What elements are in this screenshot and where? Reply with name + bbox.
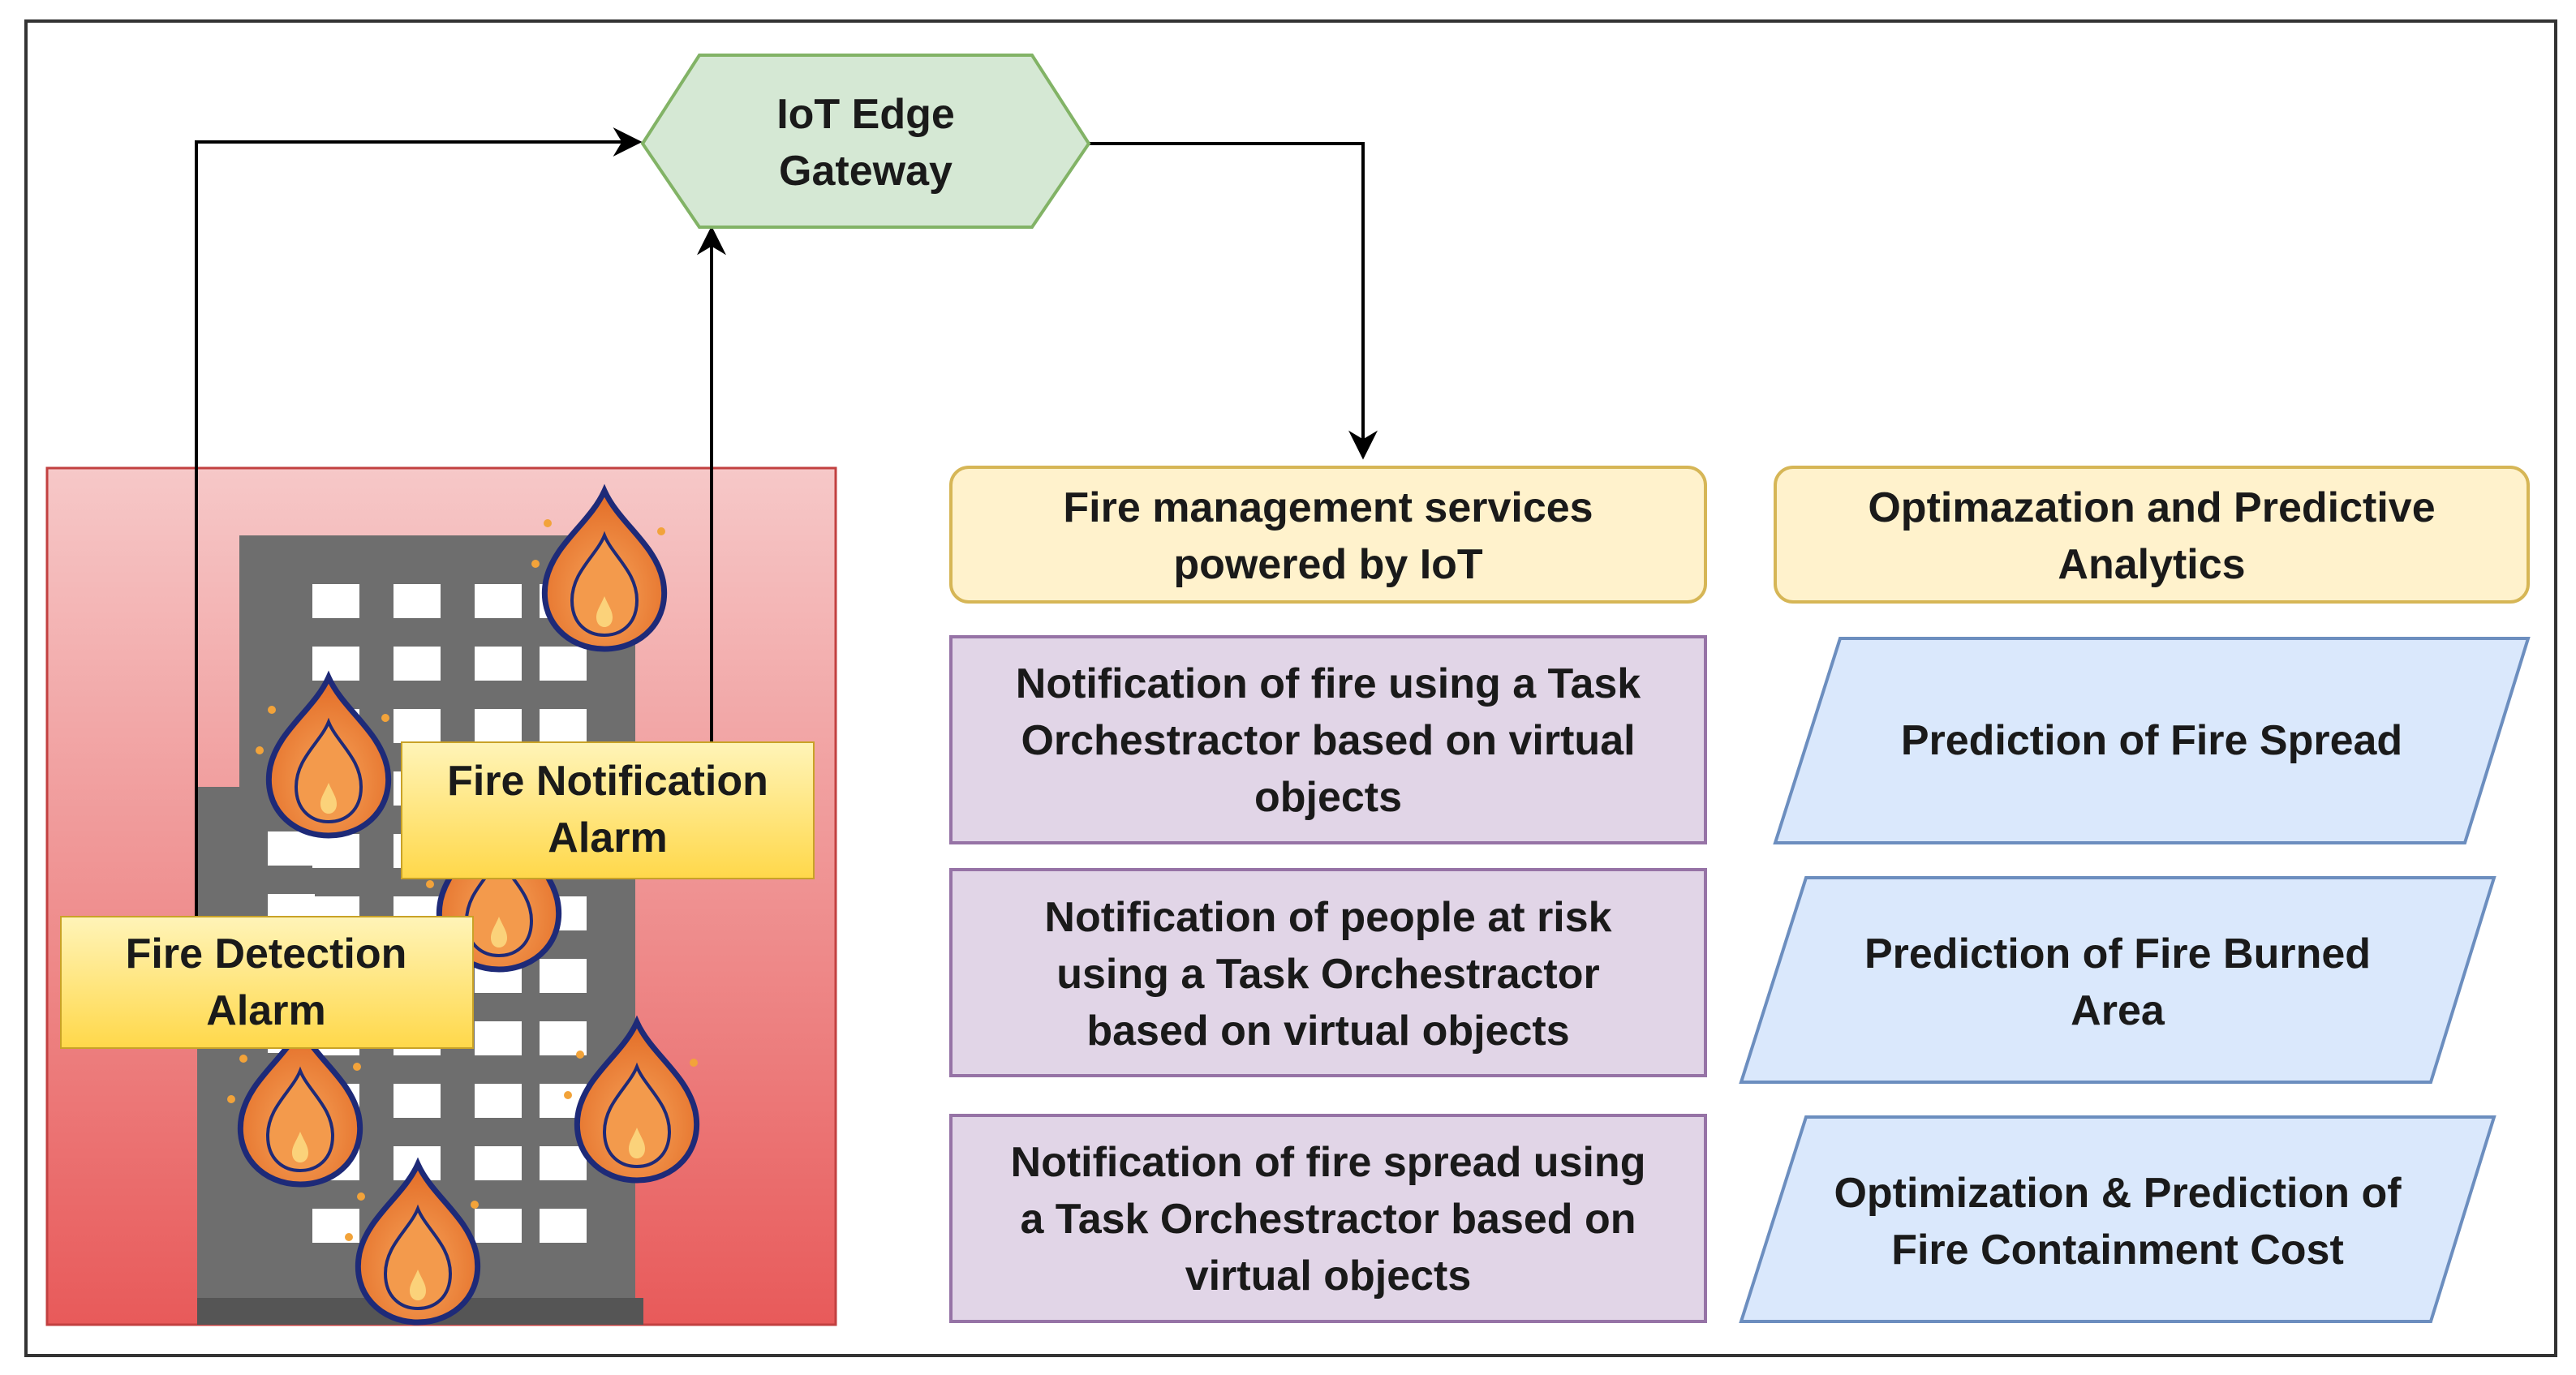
window — [268, 831, 315, 866]
service-text-line1: Notification of fire spread using — [1011, 1139, 1646, 1186]
window — [312, 647, 359, 681]
services-header-line2: powered by IoT — [1173, 541, 1483, 588]
services-header-line1: Fire management services — [1063, 484, 1593, 531]
detection-alarm-box — [60, 916, 474, 1049]
window — [540, 709, 587, 743]
notification-alarm-label-line1: Fire Notification — [447, 758, 768, 805]
services-column: Fire management services powered by IoT … — [949, 466, 1707, 1323]
gateway-label-line1: IoT Edge — [776, 91, 955, 138]
flame-icon — [256, 670, 391, 839]
services-header-box — [949, 466, 1707, 604]
analytics-header-line1: Optimazation and Predictive — [1868, 484, 2435, 531]
window — [475, 1209, 522, 1243]
window — [393, 647, 441, 681]
gateway-to-services-arrow — [1087, 142, 1378, 460]
detection-alarm-label-line1: Fire Detection — [126, 930, 407, 978]
analytics-text-line1: Optimization & Prediction of — [1834, 1170, 2402, 1217]
gateway-shape — [640, 54, 1091, 229]
service-text-line3: objects — [1254, 774, 1402, 821]
service-text-line2: using a Task Orchestractor — [1056, 951, 1600, 998]
flame-icon — [531, 483, 667, 652]
window — [475, 1021, 522, 1055]
service-box — [949, 635, 1707, 844]
flame-icon — [564, 1015, 699, 1184]
window — [540, 959, 587, 993]
service-text-line3: virtual objects — [1185, 1253, 1472, 1300]
window — [475, 1146, 522, 1180]
analytics-text-line2: Fire Containment Cost — [1891, 1227, 2344, 1274]
window — [475, 584, 522, 618]
analytics-column: Optimazation and Predictive Analytics Pr… — [1739, 466, 2531, 1323]
service-text-line2: a Task Orchestractor based on — [1020, 1196, 1636, 1243]
detection-alarm-label-line2: Alarm — [206, 987, 325, 1034]
analytics-text-line1: Prediction of Fire Burned — [1864, 930, 2371, 978]
flame-icon — [227, 1019, 363, 1188]
window — [540, 1021, 587, 1055]
analytics-box — [1739, 876, 2496, 1084]
notification-alarm-box — [401, 741, 815, 879]
service-item-fire-spread[interactable]: Notification of fire spread using a Task… — [949, 1114, 1707, 1323]
connectors — [195, 127, 1378, 941]
gateway-label-line2: Gateway — [779, 148, 953, 195]
service-text-line1: Notification of fire using a Task — [1016, 660, 1641, 707]
service-item-people-at-risk[interactable]: Notification of people at risk using a T… — [949, 868, 1707, 1077]
service-text-line1: Notification of people at risk — [1044, 894, 1611, 941]
analytics-item-burned-area[interactable]: Prediction of Fire Burned Area — [1739, 876, 2496, 1084]
window — [393, 584, 441, 618]
window — [540, 647, 587, 681]
window — [393, 709, 441, 743]
service-text-line3: based on virtual objects — [1086, 1008, 1569, 1055]
window — [540, 1209, 587, 1243]
services-header: Fire management services powered by IoT — [949, 466, 1707, 604]
service-text-line2: Orchestractor based on virtual — [1021, 717, 1635, 764]
detection-to-gateway-arrow — [195, 127, 643, 941]
analytics-header: Optimazation and Predictive Analytics — [1774, 466, 2530, 604]
analytics-text-line1: Prediction of Fire Spread — [1901, 717, 2402, 764]
analytics-header-line2: Analytics — [2058, 541, 2245, 588]
window — [475, 709, 522, 743]
fire-flames — [227, 483, 699, 1326]
window — [312, 834, 359, 868]
window — [393, 1084, 441, 1118]
analytics-text-line2: Area — [2071, 987, 2165, 1034]
window — [475, 1084, 522, 1118]
notification-alarm-label-line2: Alarm — [548, 814, 667, 862]
service-box — [949, 1114, 1707, 1323]
analytics-box — [1739, 1115, 2496, 1323]
fire-detection-alarm[interactable]: Fire Detection Alarm — [60, 916, 474, 1049]
window — [540, 1146, 587, 1180]
analytics-header-box — [1774, 466, 2530, 604]
service-item-fire-notification[interactable]: Notification of fire using a Task Orches… — [949, 635, 1707, 844]
analytics-item-containment-cost[interactable]: Optimization & Prediction of Fire Contai… — [1739, 1115, 2496, 1323]
analytics-item-fire-spread[interactable]: Prediction of Fire Spread — [1773, 637, 2531, 844]
service-box — [949, 868, 1707, 1077]
window — [312, 584, 359, 618]
analytics-box — [1773, 637, 2531, 844]
fire-notification-alarm[interactable]: Fire Notification Alarm — [401, 741, 815, 879]
window — [475, 647, 522, 681]
flame-icon — [345, 1157, 480, 1326]
iot-edge-gateway[interactable]: IoT Edge Gateway — [640, 54, 1091, 229]
